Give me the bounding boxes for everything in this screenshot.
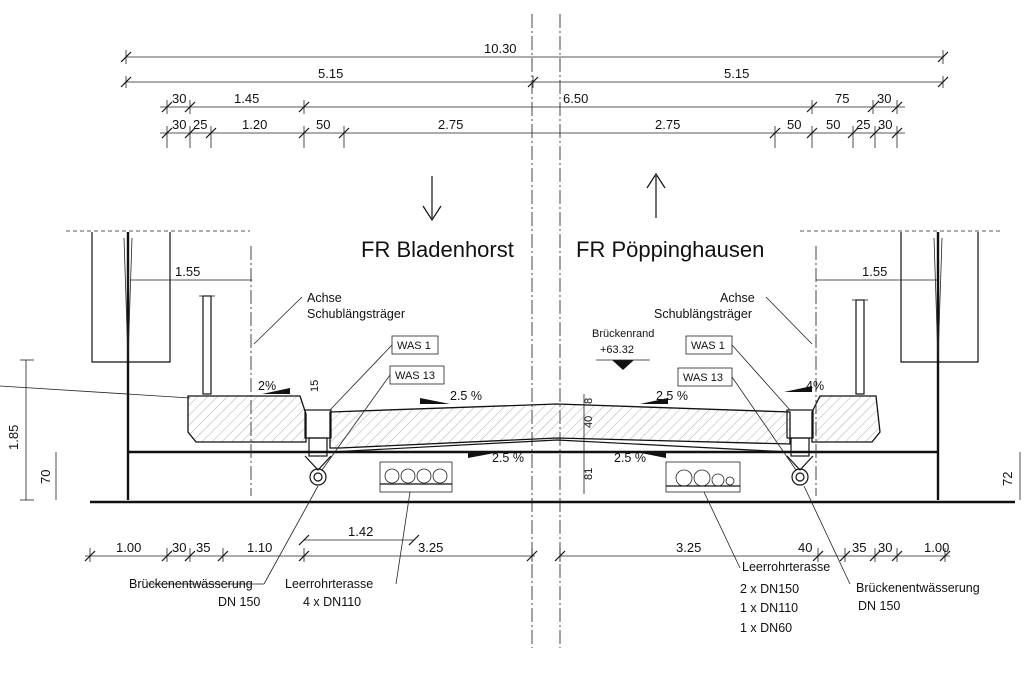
slope-top-right: 2.5 % [656,389,688,403]
note-conduit-right-4: 1 x DN60 [740,621,792,635]
bottom-dimension-chains: 1.42 1.00 30 35 1.10 3.25 3.25 40 35 30 … [84,524,951,562]
top-dimension-chains: 10.30 5.15 5.15 30 1.45 6.50 75 30 30 25… [120,41,949,148]
slope-bot-right: 2.5 % [614,451,646,465]
dim-r4-0: 30 [172,117,186,132]
note-drain-right-2: DN 150 [858,599,900,613]
dim-r3-2: 6.50 [563,91,588,106]
dim-bottom-right-3: 30 [878,540,892,555]
slope-cap-right: 4% [806,379,824,393]
dim-r4-2: 1.20 [242,117,267,132]
height-70: 70 [38,470,53,484]
was13-left: WAS 13 [395,370,435,382]
rail-posts [199,295,868,395]
slope-cap-left: 2% [258,379,276,393]
dim-r4-1: 25 [193,117,207,132]
thickness-81: 81 [583,468,595,480]
centre-axis [531,14,561,648]
was1-right: WAS 1 [691,340,725,352]
height-72: 72 [1000,472,1015,486]
achse-right-2: Schublängsträger [654,307,752,321]
note-conduit-left-1: Leerrohrterasse [285,577,373,591]
slope-indicators [262,359,812,458]
height-185: 1.85 [6,425,21,450]
was13-right: WAS 13 [683,372,723,384]
thickness-8: 8 [583,398,595,404]
dim-bottom-right-2: 35 [852,540,866,555]
dim-r4-9: 30 [878,117,892,132]
dim-r4-6: 50 [787,117,801,132]
dim-r4-8: 25 [856,117,870,132]
offset-left: 1.55 [175,264,200,279]
dim-bottom-left-sub: 1.42 [348,524,373,539]
dim-bottom-left-4: 3.25 [418,540,443,555]
dim-bottom-right-4: 1.00 [924,540,949,555]
offset-right: 1.55 [862,264,887,279]
thickness-15: 15 [309,380,321,392]
dim-r4-4: 2.75 [438,117,463,132]
dim-r3-1: 1.45 [234,91,259,106]
thickness-40: 40 [583,416,595,428]
dim-r3-4: 30 [877,91,891,106]
note-conduit-left-2: 4 x DN110 [303,595,361,609]
conduit-terrace-right [665,461,741,493]
note-conduit-right-3: 1 x DN110 [740,601,798,615]
note-drain-left-2: DN 150 [218,595,260,609]
dim-r3-3: 75 [835,91,849,106]
notes: Brückenentwässerung DN 150 Leerrohrteras… [129,485,980,635]
dim-bottom-left-3: 1.10 [247,540,272,555]
direction-left: FR Bladenhorst [361,237,514,262]
slope-bot-left: 2.5 % [492,451,524,465]
achse-right-1: Achse [720,291,755,305]
bridge-deck [128,246,938,496]
achse-left-2: Schublängsträger [307,307,405,321]
note-drain-left-1: Brückenentwässerung [129,577,253,591]
drainage-left [304,409,332,486]
dim-bottom-left-0: 1.00 [116,540,141,555]
was1-left: WAS 1 [397,340,431,352]
dim-r3-0: 30 [172,91,186,106]
conduit-terrace-left [379,461,453,493]
direction-arrows: FR Bladenhorst FR Pöppinghausen [361,172,764,262]
dim-bottom-left-2: 35 [196,540,210,555]
note-drain-right-1: Brückenentwässerung [856,581,980,595]
dim-r4-5: 2.75 [655,117,680,132]
brueckenrand-label: Brückenrand [592,328,654,340]
dim-total: 10.30 [484,41,517,56]
dim-half-right: 5.15 [724,66,749,81]
dim-bottom-right-0: 3.25 [676,540,701,555]
labels: 1.55 1.55 Achse Schublängsträger Achse S… [6,264,1021,501]
achse-left-1: Achse [307,291,342,305]
slope-top-left: 2.5 % [450,389,482,403]
dim-bottom-right-1: 40 [798,540,812,555]
drainage-right [786,409,814,486]
note-conduit-right-1: Leerrohrterasse [742,560,830,574]
dim-r4-7: 50 [826,117,840,132]
brueckenrand-level: +63.32 [600,344,634,356]
dim-r4-3: 50 [316,117,330,132]
note-conduit-right-2: 2 x DN150 [740,582,799,596]
dim-bottom-left-1: 30 [172,540,186,555]
dim-half-left: 5.15 [318,66,343,81]
direction-right: FR Pöppinghausen [576,237,764,262]
